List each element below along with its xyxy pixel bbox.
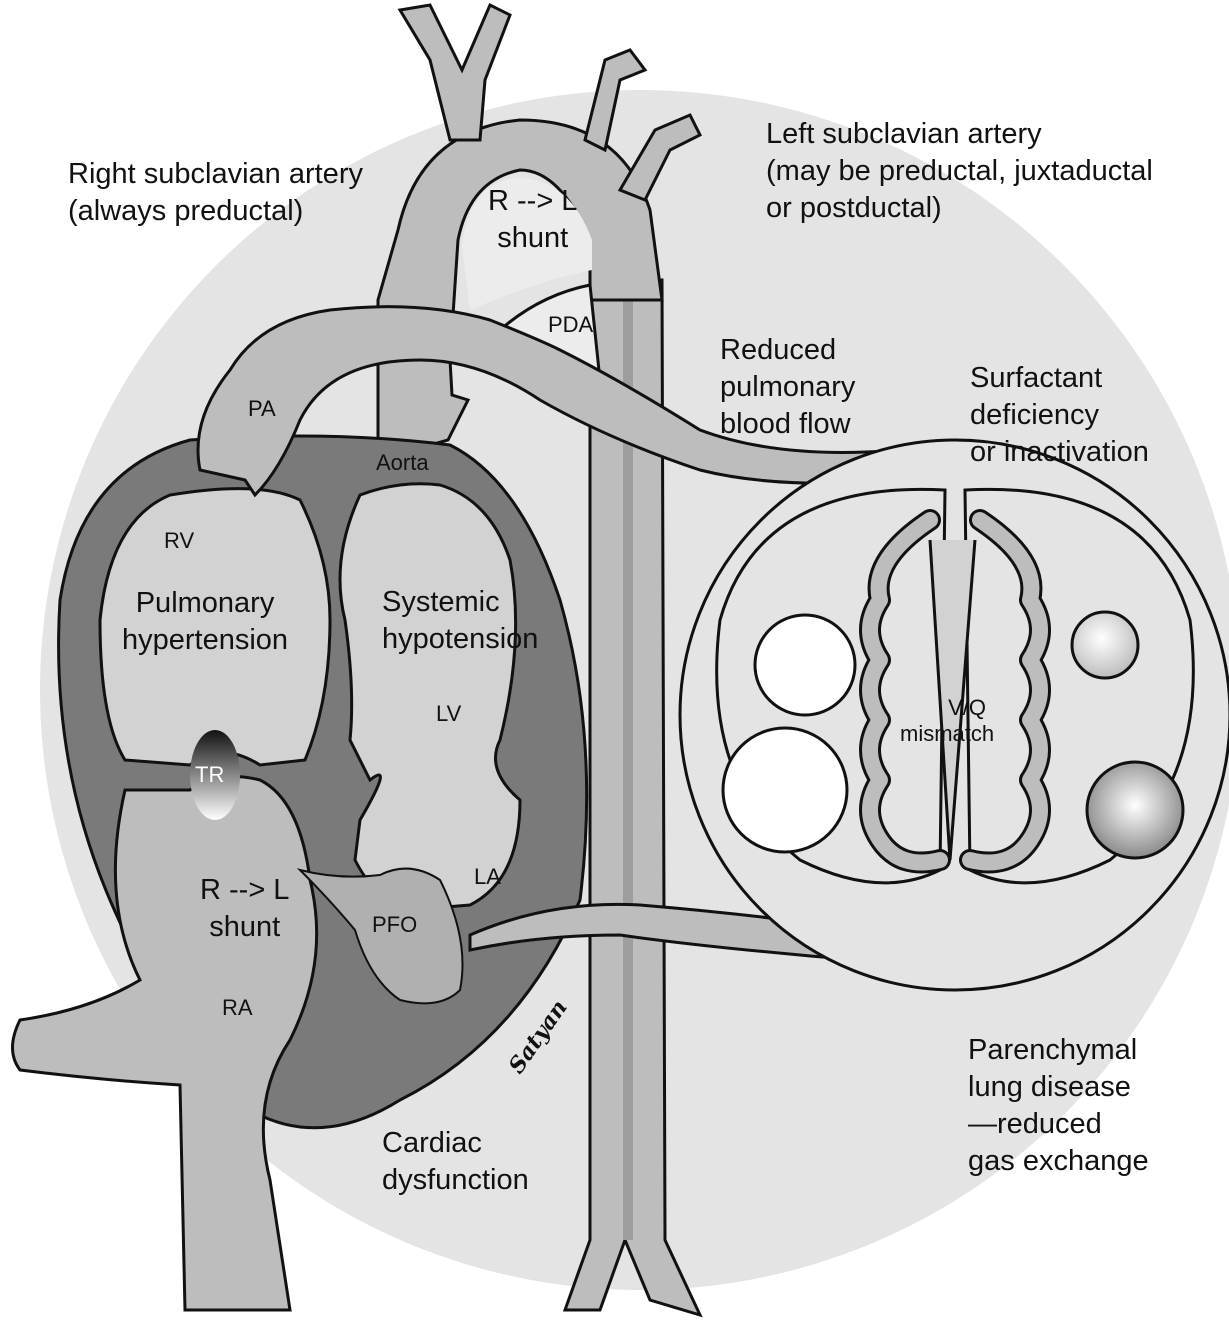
pa-label: PA bbox=[248, 396, 276, 421]
surfactant-label: Surfactant deficiency or inactivation bbox=[970, 362, 1149, 468]
alveolus bbox=[1085, 760, 1185, 860]
atrial-shunt-label: R --> L shunt bbox=[200, 874, 290, 943]
cardiac-dysfunction-label: Cardiac dysfunction bbox=[382, 1127, 529, 1196]
left-subclavian-label: Left subclavian artery (may be preductal… bbox=[766, 118, 1153, 224]
pda-label: PDA bbox=[548, 312, 594, 337]
right-ventricle-chamber bbox=[98, 487, 332, 767]
alveolus bbox=[753, 613, 857, 717]
aorta-label: Aorta bbox=[376, 450, 429, 475]
right-subclavian-label: Right subclavian artery (always preducta… bbox=[68, 158, 363, 227]
pfo-area bbox=[296, 867, 464, 1005]
left-ventricle-chamber bbox=[338, 482, 522, 912]
parenchymal-label: Parenchymal lung disease —reduced gas ex… bbox=[968, 1034, 1149, 1177]
aortic-arch bbox=[376, 2, 703, 462]
la-label: LA bbox=[474, 864, 501, 889]
vq-mismatch-label: V/Q mismatch bbox=[900, 695, 995, 746]
right-atrium bbox=[11, 775, 319, 1312]
pfo-label: PFO bbox=[372, 912, 418, 937]
alveolus bbox=[721, 726, 849, 854]
tr-label: TR bbox=[195, 762, 225, 787]
lung-unit bbox=[678, 438, 1229, 992]
systemic-hypotension-label: Systemic hypotension bbox=[382, 586, 539, 655]
pulmonary-hypertension-label: Pulmonary hypertension bbox=[122, 587, 289, 656]
ra-label: RA bbox=[222, 995, 253, 1020]
aortic-shunt-label: R --> L shunt bbox=[488, 185, 578, 254]
rv-label: RV bbox=[164, 528, 195, 553]
descending-aorta bbox=[562, 278, 703, 1318]
alveolus bbox=[1070, 610, 1140, 680]
reduced-flow-label: Reduced pulmonary blood flow bbox=[720, 334, 856, 440]
tricuspid-regurgitation-jet bbox=[190, 730, 240, 820]
lv-label: LV bbox=[436, 701, 462, 726]
